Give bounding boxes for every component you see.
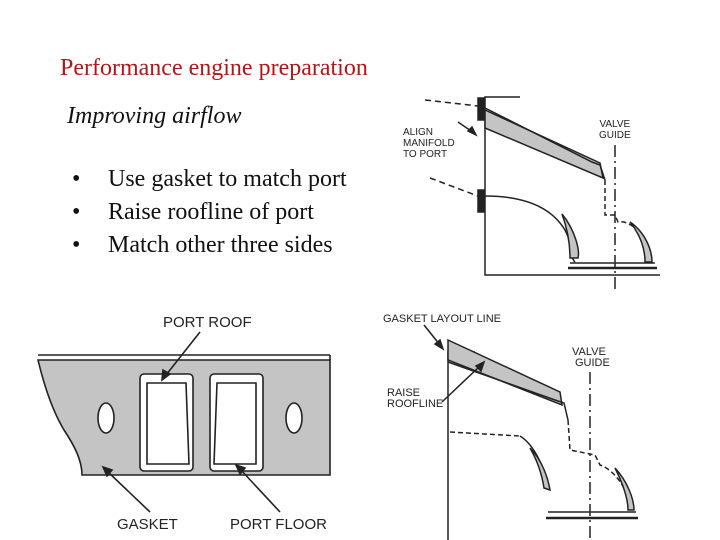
port-inner-left <box>146 382 190 465</box>
valve-guide-line: GUIDE <box>575 357 610 369</box>
bullet-text: Raise roofline of port <box>108 199 314 225</box>
raise-leader <box>441 365 481 403</box>
head-outline <box>484 96 660 276</box>
raised-roof-shade <box>447 338 563 407</box>
valve-seat-shade-2 <box>614 467 635 511</box>
bullet-text: Match other three sides <box>108 232 333 258</box>
valve-guide-label-top: VALVE GUIDE <box>599 119 631 141</box>
port-floor-line <box>484 195 576 263</box>
align-label-line: TO PORT <box>403 149 448 160</box>
raise-line: ROOFLINE <box>387 398 444 410</box>
gasket-layout-line-label: GASKET LAYOUT LINE <box>383 313 501 325</box>
bullet-list: • Use gasket to match port • Raise rooflin… <box>72 163 347 262</box>
port-floor-shade <box>561 213 580 259</box>
port-roof-shade <box>484 108 605 180</box>
bullet-text: Use gasket to match port <box>108 166 347 192</box>
port-roof-leader <box>165 331 201 376</box>
port-roof-line <box>484 107 606 181</box>
bullet-item: • Raise roofline of port <box>72 196 347 229</box>
head-outline-2 <box>447 351 475 540</box>
align-manifold-label: ALIGN MANIFOLD TO PORT <box>403 127 455 160</box>
bullet-dot: • <box>72 232 81 258</box>
port-roof-arrowhead <box>161 368 172 382</box>
raise-line: RAISE <box>387 387 421 399</box>
top-port-diagram <box>424 96 660 292</box>
gasket-label: GASKET <box>117 516 178 533</box>
align-arrowhead <box>466 125 478 137</box>
bottom-port-diagram <box>423 324 638 540</box>
slide-subtitle: Improving airflow <box>67 103 242 129</box>
bolt-hole-right <box>285 402 303 434</box>
valve-guide-line: GUIDE <box>599 130 631 141</box>
layout-line-arrowhead <box>433 338 445 351</box>
manifold-runner-bottom <box>429 177 479 197</box>
raise-arrowhead <box>474 360 486 373</box>
gasket-arrowhead <box>101 465 114 478</box>
bullet-item: • Match other three sides <box>72 229 347 262</box>
valve-guide-line: VALVE <box>599 119 631 130</box>
manifold-runner-top <box>424 99 479 107</box>
floor-dashed-2 <box>449 431 521 437</box>
valve-guide-label-bottom: VALVE GUIDE <box>572 347 610 369</box>
roofline-2 <box>447 361 569 421</box>
bullet-item: • Use gasket to match port <box>72 163 347 196</box>
gasket-diagram <box>36 331 331 513</box>
gasket-leader <box>106 470 151 513</box>
port-floor-label: PORT FLOOR <box>230 516 327 533</box>
flange-lower <box>477 189 485 213</box>
valve-seat-shade <box>629 221 653 263</box>
valve-seat-dashed-2 <box>567 419 633 511</box>
bolt-hole-left <box>97 402 115 434</box>
floor-shade-2 <box>529 447 551 492</box>
slide-title: Performance engine preparation <box>60 55 368 81</box>
align-label-line: ALIGN <box>403 127 434 138</box>
bullet-dot: • <box>72 199 81 225</box>
raise-roofline-label: RAISE ROOFLINE <box>387 388 443 410</box>
port-floor-arrowhead <box>234 463 247 476</box>
flange-upper <box>477 97 485 121</box>
bullet-dot: • <box>72 166 81 192</box>
port-floor-leader <box>239 468 281 513</box>
port-roof-label: PORT ROOF <box>163 314 252 331</box>
align-label-line: MANIFOLD <box>403 138 455 149</box>
port-inner-right <box>213 382 257 465</box>
valve-guide-line: VALVE <box>572 346 606 358</box>
